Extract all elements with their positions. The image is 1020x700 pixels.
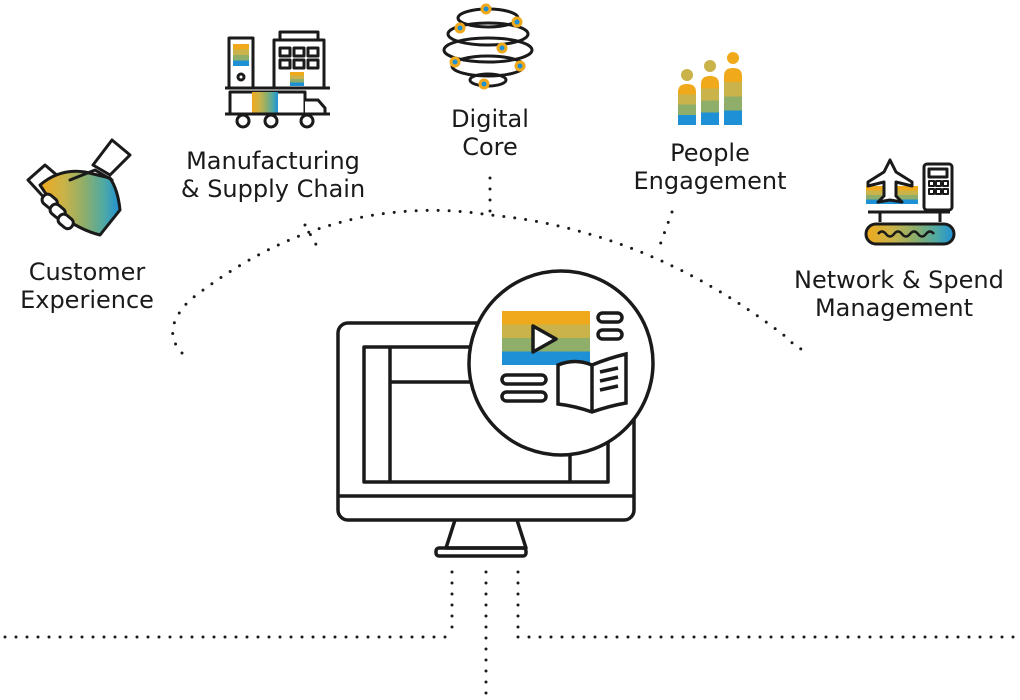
label-line: Customer xyxy=(28,258,146,286)
bottom-connectors xyxy=(3,570,1017,697)
label-line: Digital xyxy=(451,105,529,133)
people-bars-icon xyxy=(678,52,742,125)
label-line: & Supply Chain xyxy=(180,175,366,203)
label-line: Core xyxy=(462,133,518,161)
label-manufacturing-supply-chain: Manufacturing & Supply Chain xyxy=(174,147,372,203)
label-line: Management xyxy=(814,294,974,322)
label-line: Network & Spend xyxy=(794,266,1004,294)
handshake-icon xyxy=(26,138,132,237)
label-network-spend-management: Network & Spend Management xyxy=(794,266,1004,322)
plane-calculator-icon xyxy=(864,158,956,246)
video-book-icon xyxy=(467,269,655,457)
label-digital-core: Digital Core xyxy=(440,105,540,161)
label-line: Manufacturing xyxy=(186,147,360,175)
label-line: People xyxy=(670,139,750,167)
orbit-globe-icon xyxy=(442,3,534,90)
label-people-engagement: People Engagement xyxy=(630,139,790,195)
label-customer-experience: Customer Experience xyxy=(14,258,160,314)
label-line: Experience xyxy=(20,286,154,314)
label-connectors xyxy=(303,176,674,250)
factory-truck-icon xyxy=(225,30,330,129)
label-line: Engagement xyxy=(633,167,787,195)
